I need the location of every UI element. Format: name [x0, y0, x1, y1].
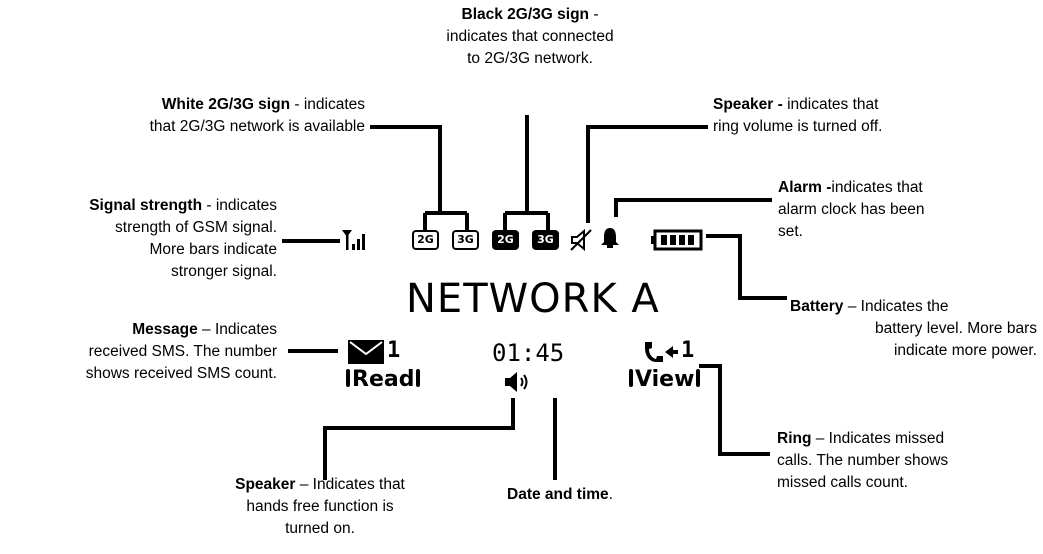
- battery-icon: [651, 229, 703, 251]
- 3g-white-icon: 3G: [452, 230, 479, 250]
- label-signal: Signal strength - indicates strength of …: [89, 197, 277, 280]
- soft-key-left-bracket: [629, 369, 633, 387]
- 3g-black-icon: 3G: [532, 230, 559, 250]
- white-sign-connector: [370, 125, 442, 215]
- battery-connector: [706, 234, 787, 300]
- label-white-sign: White 2G/3G sign - indicates that 2G/3G …: [149, 96, 365, 135]
- clock-time: 01:45: [492, 339, 565, 367]
- soft-key-right-bracket: [696, 369, 701, 387]
- envelope-icon: [348, 340, 384, 364]
- missed-call-icon: [645, 342, 678, 362]
- read-soft-key[interactable]: Read: [346, 367, 421, 392]
- speaker-off-connector: [586, 125, 708, 223]
- speaker-hf-connector: [323, 398, 515, 480]
- handsfree-speaker-icon: [505, 372, 528, 392]
- label-battery: Battery – Indicates the battery level. M…: [790, 298, 1037, 359]
- label-datetime: Date and time.: [507, 486, 613, 503]
- alarm-connector: [614, 198, 772, 217]
- network-name: NETWORK A: [406, 276, 660, 322]
- label-alarm: Alarm -indicates that alarm clock has be…: [778, 179, 925, 240]
- signal-icon: [342, 230, 365, 250]
- label-message: Message – Indicates received SMS. The nu…: [85, 321, 277, 382]
- label-speaker-hf: Speaker – Indicates that hands free func…: [235, 476, 405, 537]
- soft-key-left-bracket: [346, 369, 350, 387]
- speaker-off-icon: [570, 228, 592, 252]
- label-ring: Ring – Indicates missed calls. The numbe…: [777, 430, 949, 491]
- label-black-sign: Black 2G/3G sign - indicates that connec…: [446, 6, 614, 67]
- 2g-white-icon: 2G: [412, 230, 439, 250]
- view-soft-key[interactable]: View: [629, 367, 701, 392]
- ring-connector: [699, 364, 770, 456]
- missed-calls-count: 1: [681, 338, 695, 363]
- label-speaker-off: Speaker - indicates that ring volume is …: [713, 96, 883, 135]
- sms-count: 1: [387, 338, 401, 363]
- alarm-bell-icon: [601, 228, 619, 248]
- 2g-black-icon: 2G: [492, 230, 519, 250]
- soft-key-right-bracket: [416, 369, 421, 387]
